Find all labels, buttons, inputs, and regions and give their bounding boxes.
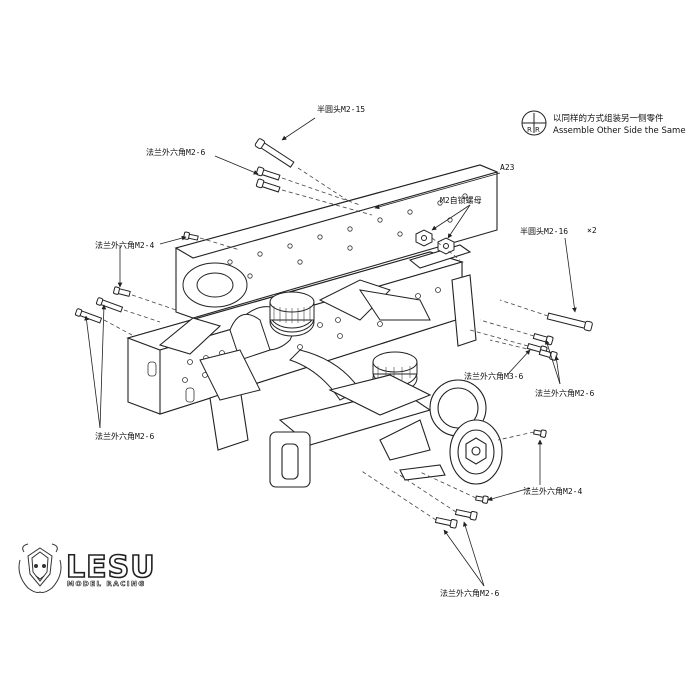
lion-logo-icon: [18, 543, 62, 593]
bolt-m2-16: [546, 312, 593, 332]
label-flange-m2-6-bottom: 法兰外六角M2-6: [440, 589, 500, 598]
assemble-other-side-icon: R R: [521, 110, 547, 136]
label-flange-m3-6: 法兰外六角M3-6: [464, 372, 524, 381]
label-flange-m2-6-right: 法兰外六角M2-6: [535, 389, 595, 398]
bolt-m2-6-right-a: [532, 332, 554, 346]
locknut-m2-b: [437, 237, 455, 255]
bolt-m2-6-left-c: [74, 308, 103, 324]
label-flange-m2-4-right: 法兰外六角M2-4: [523, 487, 583, 496]
bolt-m2-15: [254, 138, 295, 168]
locknut-m2-a: [415, 229, 433, 247]
fasteners: [74, 138, 593, 529]
assembly-guide-lines: [103, 167, 549, 521]
label-locknut-m2: M2自锁螺母: [440, 196, 482, 205]
bolt-m2-6-right-b: [538, 348, 558, 361]
label-flange-m2-4-left: 法兰外六角M2-4: [95, 241, 155, 250]
bolt-m2-6-bottom-a: [434, 516, 458, 529]
svg-text:R: R: [535, 126, 540, 134]
svg-text:R: R: [527, 126, 532, 134]
note-chinese: 以同样的方式组装另一侧零件: [553, 114, 664, 124]
label-qty-x2: ×2: [587, 226, 597, 235]
label-ref-a23: A23: [500, 163, 515, 172]
brand-subtitle: MODEL RACING: [67, 580, 146, 589]
assembly-note: 以同样的方式组装另一侧零件 Assemble Other Side the Sa…: [553, 113, 686, 137]
label-flange-m2-6-top: 法兰外六角M2-6: [146, 148, 206, 157]
label-flange-m2-6-left: 法兰外六角M2-6: [95, 432, 155, 441]
bolt-m2-6-left-b: [95, 297, 124, 313]
callout-leaders: [84, 117, 577, 587]
air-spring-ribs: [273, 306, 411, 381]
note-english: Assemble Other Side the Same: [553, 126, 686, 136]
bolt-m2-6-left-a: [113, 286, 131, 297]
bolt-m2-4-left: [183, 231, 199, 241]
bolt-m2-6-b: [255, 178, 281, 193]
label-bolt-m2-15: 半圆头M2-15: [317, 105, 366, 114]
bolt-m2-4-right-a: [533, 429, 547, 438]
axle-hub-assembly: [269, 374, 503, 488]
label-bolt-m2-16: 半圆头M2-16: [520, 227, 569, 236]
bolt-m2-4-right-b: [475, 495, 489, 504]
bolt-m2-6-bottom-b: [454, 508, 478, 521]
brand-logo-text: LESU: [65, 549, 156, 586]
